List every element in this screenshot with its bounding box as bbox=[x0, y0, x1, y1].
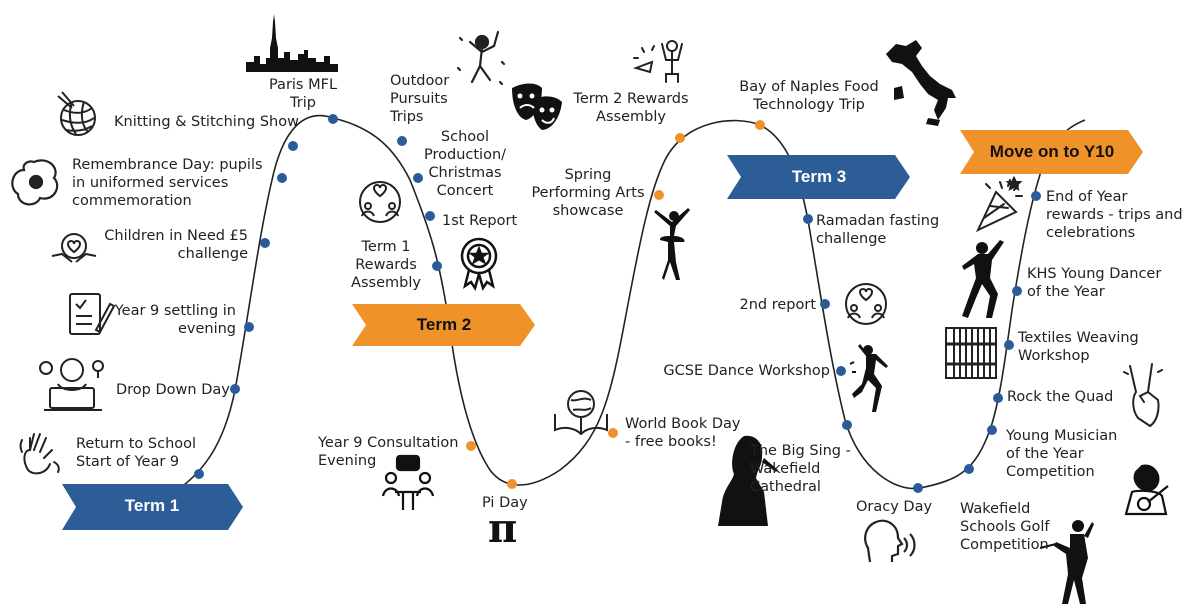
celebrating-person-icon bbox=[632, 40, 683, 83]
pi-symbol: π bbox=[488, 505, 518, 552]
dot-naples bbox=[755, 120, 765, 130]
y10-banner bbox=[960, 130, 1143, 174]
dot-knitting bbox=[288, 141, 298, 151]
golfer-icon bbox=[1039, 520, 1094, 604]
event-settling: Year 9 settling in evening bbox=[114, 303, 236, 337]
singer-icon bbox=[718, 435, 778, 526]
dot-report1 bbox=[425, 211, 435, 221]
event-rock-quad: Rock the Quad bbox=[1007, 389, 1114, 405]
dot-spring-arts bbox=[654, 190, 664, 200]
term2-banner bbox=[352, 304, 535, 346]
y10-label: Move on to Y10 bbox=[989, 142, 1115, 161]
dot-big-sing bbox=[842, 420, 852, 430]
dot-consultation bbox=[466, 441, 476, 451]
event-naples: Bay of Naples Food Technology Trip bbox=[739, 79, 879, 113]
dot-term1-rewards bbox=[432, 261, 442, 271]
event-textiles: Textiles Weaving Workshop bbox=[1018, 330, 1139, 364]
checklist-pen-icon bbox=[69, 293, 116, 335]
waving-hand-icon bbox=[19, 433, 60, 475]
guitarist-icon bbox=[1124, 464, 1169, 516]
dot-world-book bbox=[608, 428, 618, 438]
event-knitting: Knitting & Stitching Show bbox=[114, 114, 299, 130]
timeline-dots bbox=[194, 114, 1041, 493]
dot-remembrance bbox=[277, 173, 287, 183]
event-outdoor: Outdoor Pursuits Trips bbox=[390, 73, 450, 125]
dot-young-musician bbox=[987, 425, 997, 435]
event-report1: 1st Report bbox=[442, 213, 518, 229]
dot-end-year bbox=[1031, 191, 1041, 201]
rock-hand-icon bbox=[1123, 363, 1163, 428]
dot-drop-down bbox=[230, 384, 240, 394]
term3-banner bbox=[727, 155, 910, 199]
dot-paris bbox=[328, 114, 338, 124]
event-return-school: Return to School Start of Year 9 bbox=[76, 436, 197, 470]
ballerina-icon bbox=[654, 208, 690, 280]
event-young-dancer: KHS Young Dancer of the Year bbox=[1027, 266, 1162, 300]
award-medal-icon bbox=[460, 237, 498, 291]
event-oracy: Oracy Day bbox=[856, 499, 933, 515]
event-gcse-dance: GCSE Dance Workshop bbox=[663, 363, 830, 379]
event-remembrance: Remembrance Day: pupils in uniformed ser… bbox=[72, 157, 263, 209]
event-ramadan: Ramadan fasting challenge bbox=[816, 213, 940, 247]
dot-term2-rewards bbox=[675, 133, 685, 143]
dot-gcse-dance bbox=[836, 366, 846, 376]
dot-pi-day bbox=[507, 479, 517, 489]
dot-oracy bbox=[913, 483, 923, 493]
dot-children-need bbox=[260, 238, 270, 248]
community-heart-icon bbox=[845, 283, 887, 325]
hip-hop-dancer-icon bbox=[962, 240, 1004, 318]
event-golf: Wakefield Schools Golf Competition bbox=[960, 501, 1050, 553]
term3-label: Term 3 bbox=[791, 167, 847, 186]
dot-rock-quad bbox=[993, 393, 1003, 403]
dot-young-dancer bbox=[1012, 286, 1022, 296]
event-drop-down: Drop Down Day bbox=[116, 382, 230, 398]
open-book-icon bbox=[554, 390, 608, 436]
term1-label: Term 1 bbox=[124, 496, 180, 515]
theatre-masks-icon bbox=[512, 83, 562, 130]
dot-settling bbox=[244, 322, 254, 332]
event-consultation: Year 9 Consultation Evening bbox=[318, 435, 459, 469]
event-spring-arts: Spring Performing Arts showcase bbox=[531, 167, 645, 219]
event-end-year: End of Year rewards - trips and celebrat… bbox=[1046, 189, 1183, 241]
dot-return-school bbox=[194, 469, 204, 479]
event-term2-rewards: Term 2 Rewards Assembly bbox=[573, 91, 689, 125]
heart-hands-icon bbox=[51, 233, 97, 263]
event-children-need: Children in Need £5 challenge bbox=[104, 228, 248, 262]
event-big-sing: The Big Sing - Wakefield Cathedral bbox=[750, 443, 851, 495]
eiffel-tower-skyline-icon bbox=[246, 14, 338, 72]
dot-production bbox=[413, 173, 423, 183]
party-popper-icon bbox=[975, 175, 1023, 233]
climber-icon bbox=[456, 30, 506, 86]
community-heart-icon bbox=[359, 181, 401, 223]
event-report2: 2nd report bbox=[739, 297, 816, 313]
term2-label: Term 2 bbox=[416, 315, 472, 334]
weaving-loom-icon bbox=[945, 327, 997, 379]
dot-ramadan bbox=[803, 214, 813, 224]
dancer-icon bbox=[849, 344, 888, 412]
event-young-musician: Young Musician of the Year Competition bbox=[1006, 428, 1118, 480]
dot-golf bbox=[964, 464, 974, 474]
dot-report2 bbox=[820, 299, 830, 309]
event-paris: Paris MFL Trip bbox=[268, 77, 338, 111]
italy-map-icon bbox=[886, 40, 956, 126]
yarn-ball-icon bbox=[57, 91, 96, 136]
dot-textiles bbox=[1004, 340, 1014, 350]
event-term1-rewards: Term 1 Rewards Assembly bbox=[351, 239, 421, 291]
term1-banner bbox=[62, 484, 243, 530]
meeting-table-icon bbox=[381, 454, 435, 510]
event-world-book: World Book Day - free books! bbox=[625, 416, 741, 450]
poppy-icon bbox=[11, 159, 59, 206]
dot-outdoor bbox=[397, 136, 407, 146]
student-laptop-icon bbox=[39, 358, 104, 411]
event-pi-day: Pi Day bbox=[482, 495, 528, 511]
speaking-head-icon bbox=[864, 519, 916, 563]
event-production: School Production/ Christmas Concert bbox=[423, 129, 507, 199]
